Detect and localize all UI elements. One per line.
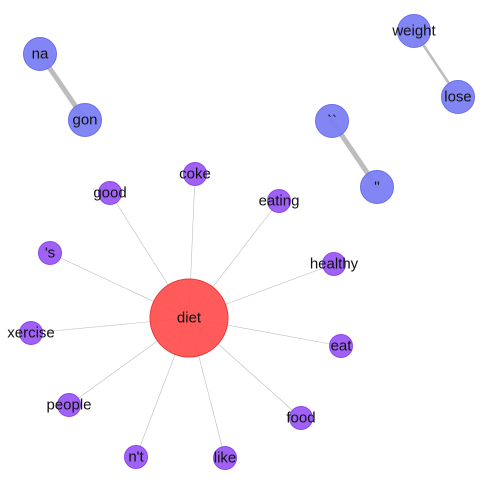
node-label-quotes: '' — [374, 179, 380, 196]
node-label-lose: lose — [444, 89, 472, 106]
node-circle-like[interactable] — [213, 446, 237, 470]
node-circle-healthy[interactable] — [322, 252, 346, 276]
node-eat[interactable]: eat — [329, 334, 353, 358]
node-circle-food[interactable] — [289, 406, 313, 430]
node-eating[interactable]: eating — [259, 189, 300, 213]
node-good[interactable]: good — [93, 181, 127, 205]
node-food[interactable]: food — [286, 406, 316, 430]
node-label-weight: weight — [391, 23, 436, 40]
nodes-layer: diet coke good eating healthy 's xercise eat peo… — [7, 14, 475, 470]
node-label-s: 's — [45, 245, 55, 262]
node-circle-people[interactable] — [57, 393, 81, 417]
node-circle-eat[interactable] — [329, 334, 353, 358]
node-circle-quotes[interactable] — [360, 170, 394, 204]
edges-layer — [30, 29, 460, 459]
node-label-healthy: healthy — [310, 256, 359, 273]
node-circle-gon[interactable] — [68, 103, 102, 137]
node-coke[interactable]: coke — [179, 162, 211, 186]
node-people[interactable]: people — [46, 393, 92, 417]
node-circle-na[interactable] — [23, 37, 57, 71]
node-circle-exercise[interactable] — [19, 321, 43, 345]
node-circle-diet[interactable] — [149, 278, 229, 358]
node-weight[interactable]: weight — [391, 14, 437, 48]
node-circle-good[interactable] — [98, 181, 122, 205]
node-label-na: na — [32, 46, 49, 63]
node-backticks[interactable]: `` — [315, 104, 349, 138]
node-label-food: food — [286, 410, 315, 427]
node-quotes[interactable]: '' — [360, 170, 394, 204]
node-exercise[interactable]: xercise — [7, 321, 55, 345]
node-label-like: like — [214, 450, 237, 467]
node-circle-eating[interactable] — [267, 189, 291, 213]
node-circle-backticks[interactable] — [315, 104, 349, 138]
node-label-eat: eat — [331, 338, 353, 355]
node-diet[interactable]: diet — [149, 278, 229, 358]
node-label-people: people — [46, 397, 91, 414]
node-label-coke: coke — [179, 166, 211, 183]
node-nt[interactable]: n't — [124, 445, 148, 469]
node-label-nt: n't — [128, 449, 144, 466]
node-gon[interactable]: gon — [68, 103, 102, 137]
node-circle-coke[interactable] — [183, 162, 207, 186]
node-lose[interactable]: lose — [441, 80, 475, 114]
node-label-eating: eating — [259, 193, 300, 210]
node-circle-nt[interactable] — [124, 445, 148, 469]
node-circle-s[interactable] — [38, 241, 62, 265]
node-circle-weight[interactable] — [397, 14, 431, 48]
node-label-exercise: xercise — [7, 325, 55, 342]
node-label-good: good — [93, 185, 126, 202]
node-s[interactable]: 's — [38, 241, 62, 265]
node-label-diet: diet — [177, 310, 202, 327]
node-circle-lose[interactable] — [441, 80, 475, 114]
node-label-gon: gon — [72, 112, 97, 129]
node-healthy[interactable]: healthy — [310, 252, 359, 276]
node-like[interactable]: like — [213, 446, 237, 470]
node-label-backticks: `` — [327, 113, 337, 130]
node-na[interactable]: na — [23, 37, 57, 71]
